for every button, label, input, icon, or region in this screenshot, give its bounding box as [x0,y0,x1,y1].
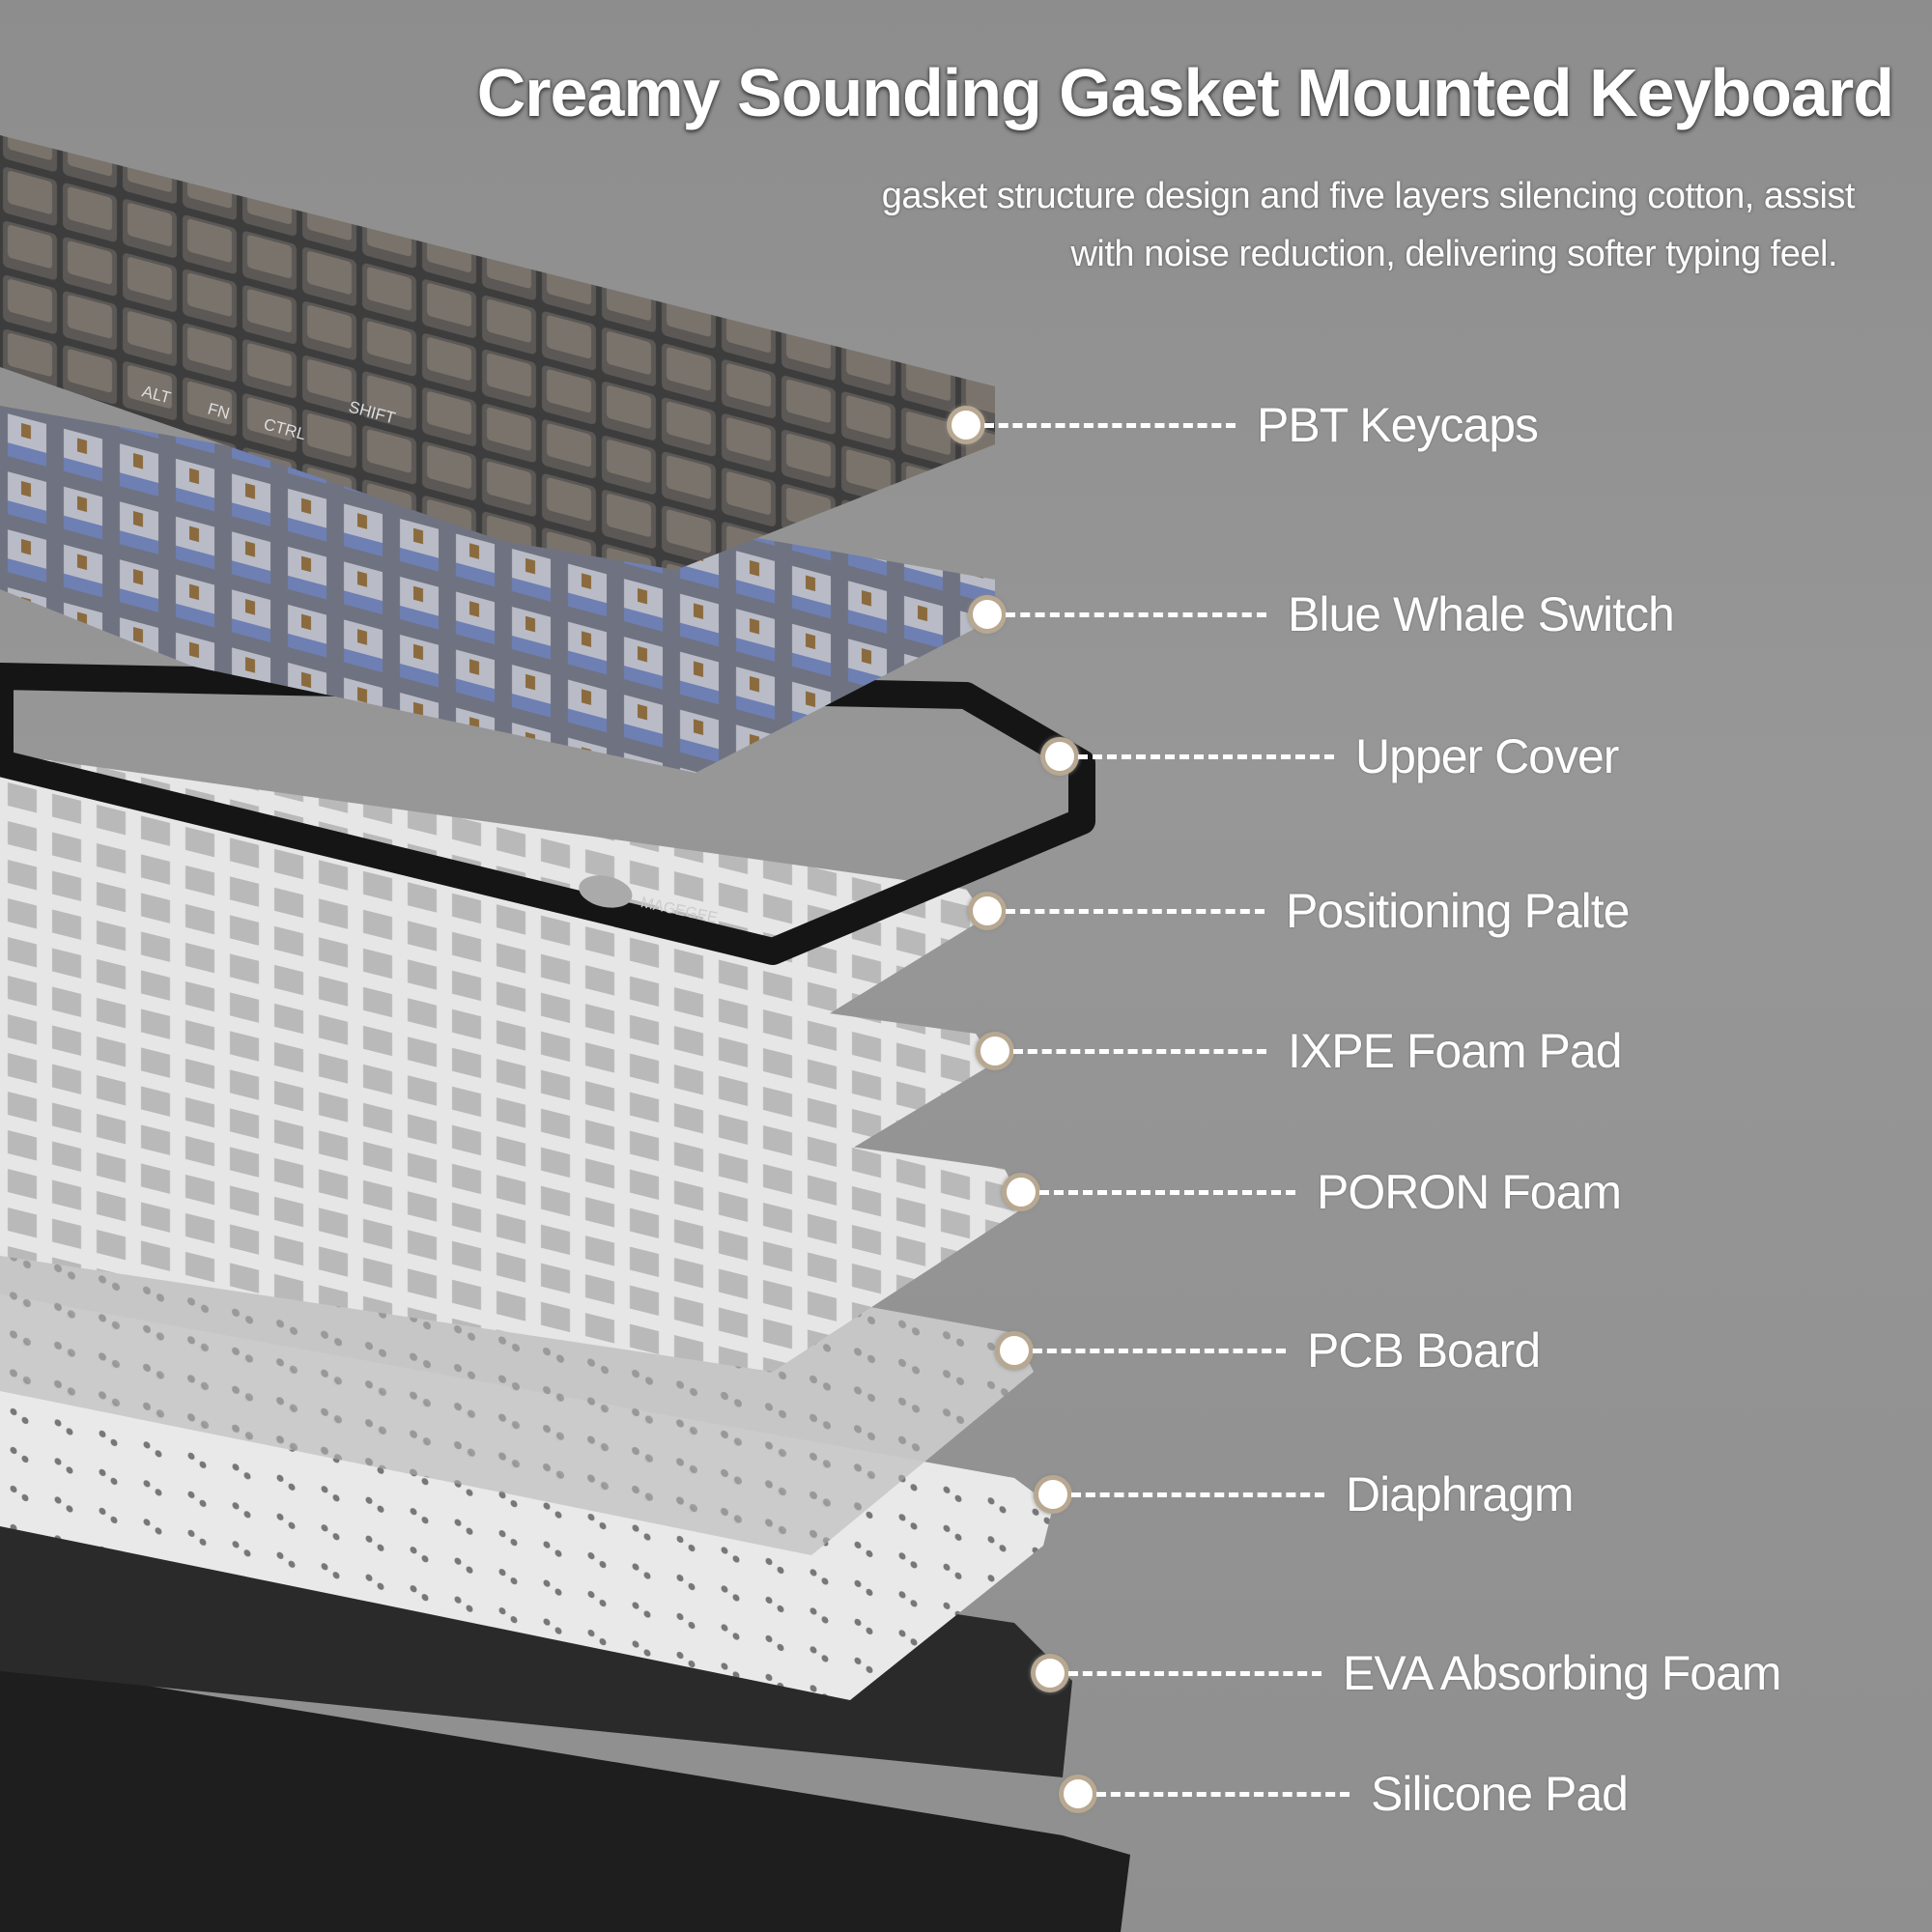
dashed-leader [984,422,1236,428]
dashed-leader [1071,1492,1324,1497]
subtitle-line-1: gasket structure design and five layers … [881,176,1856,216]
dashed-leader [1013,1048,1266,1054]
callout-positioning-plate: Positioning Palte [973,882,1630,940]
dashed-leader [1096,1791,1350,1797]
marker-dot-icon [980,1037,1009,1065]
dashed-leader [1006,611,1266,617]
callout-blue-whale-switch: Blue Whale Switch [973,585,1675,643]
callout-pbt-keycaps: PBT Keycaps [952,396,1539,454]
marker-dot-icon [1064,1779,1093,1808]
layer-label: IXPE Foam Pad [1288,1024,1622,1078]
callout-silicone-pad: Silicone Pad [1064,1765,1629,1823]
layer-label: Diaphragm [1346,1467,1575,1521]
marker-dot-icon [1036,1659,1065,1688]
dashed-leader [1033,1348,1286,1353]
layer-label: Positioning Palte [1286,884,1630,938]
layer-label: PBT Keycaps [1257,398,1539,452]
layer-label: PCB Board [1307,1323,1541,1378]
callout-pcb-board: PCB Board [1000,1321,1541,1379]
switch-layer [0,406,995,773]
layer-label: PORON Foam [1317,1165,1622,1219]
dashed-leader [1078,753,1334,759]
marker-dot-icon [1038,1480,1067,1509]
keycap-layer [0,135,995,570]
marker-dot-icon [1045,742,1074,771]
dashed-leader [1006,908,1264,914]
marker-dot-icon [973,896,1002,925]
callout-diaphragm: Diaphragm [1038,1465,1575,1523]
callout-eva-absorbing-foam: EVA Absorbing Foam [1036,1644,1782,1702]
page-title: Creamy Sounding Gasket Mounted Keyboard [476,55,1894,130]
marker-dot-icon [1000,1336,1029,1365]
layer-label: Silicone Pad [1371,1767,1629,1821]
layer-label: Blue Whale Switch [1288,587,1675,641]
marker-dot-icon [973,600,1002,629]
dashed-leader [1039,1189,1295,1195]
callout-poron-foam: PORON Foam [1007,1163,1622,1221]
dashed-leader [1068,1670,1321,1676]
silicone-pad-layer [0,1662,1130,1932]
callout-upper-cover: Upper Cover [1045,727,1619,785]
upper-cover-frame [0,663,1095,965]
callout-ixpe-foam-pad: IXPE Foam Pad [980,1022,1622,1080]
subtitle-line-2: with noise reduction, delivering softer … [1070,234,1837,274]
marker-dot-icon [1007,1178,1036,1207]
marker-dot-icon [952,411,980,440]
layer-label: Upper Cover [1355,729,1619,783]
layer-label: EVA Absorbing Foam [1343,1646,1782,1700]
